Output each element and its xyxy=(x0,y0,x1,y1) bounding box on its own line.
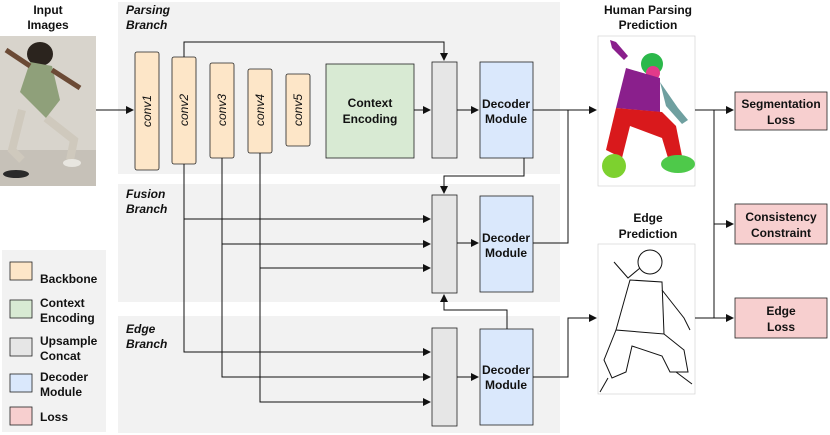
conv4-block: conv4 xyxy=(247,68,273,154)
edge-loss-label-2: Loss xyxy=(767,320,795,334)
input-title-2: Images xyxy=(27,18,69,32)
human-parsing-prediction-image xyxy=(597,35,696,187)
fusion-branch-label-1: Fusion xyxy=(126,187,165,201)
conv3-label: conv3 xyxy=(215,94,229,126)
legend-upsample-label-1: Upsample xyxy=(40,334,98,348)
edge-loss-box: Edge Loss xyxy=(734,297,828,339)
fusion-branch-label-2: Branch xyxy=(126,202,167,216)
conv5-label: conv5 xyxy=(291,94,305,126)
edge-upsample-concat-block xyxy=(431,327,458,427)
consistency-constraint-box: Consistency Constraint xyxy=(734,203,828,245)
legend-context-swatch xyxy=(9,299,33,319)
legend-decoder-label-1: Decoder xyxy=(40,370,88,384)
context-encoding-label-2: Encoding xyxy=(343,112,398,126)
legend-upsample-label-2: Concat xyxy=(40,349,81,363)
human-parsing-prediction-title-1: Human Parsing xyxy=(604,3,692,17)
legend-backbone-label: Backbone xyxy=(40,272,98,286)
conv4-label: conv4 xyxy=(253,94,267,126)
context-encoding-label-1: Context xyxy=(348,96,393,110)
loss-connections xyxy=(695,106,734,322)
conv5-block: conv5 xyxy=(285,73,311,147)
context-encoding-block: Context Encoding xyxy=(325,63,415,159)
segmentation-loss-label-2: Loss xyxy=(767,113,795,127)
legend-context-label-2: Encoding xyxy=(40,311,95,325)
parsing-decoder-label-1: Decoder xyxy=(482,97,530,111)
fusion-upsample-concat-block xyxy=(431,194,458,294)
legend-decoder-label-2: Module xyxy=(40,385,82,399)
parsing-decoder-label-2: Module xyxy=(485,112,527,126)
edge-branch-label-2: Branch xyxy=(126,337,167,351)
parsing-upsample-concat-block xyxy=(431,61,458,159)
legend-upsample-swatch xyxy=(9,337,33,357)
consistency-constraint-label-2: Constraint xyxy=(751,226,811,240)
legend-backbone-swatch xyxy=(9,261,33,281)
input-title-1: Input xyxy=(33,3,62,17)
edge-decoder-module: Decoder Module xyxy=(479,328,534,426)
legend-loss-label: Loss xyxy=(40,410,68,424)
edge-decoder-label-2: Module xyxy=(485,378,527,392)
input-image xyxy=(0,36,96,186)
conv1-label: conv1 xyxy=(140,95,154,127)
segmentation-loss-box: Segmentation Loss xyxy=(734,91,828,131)
parsing-decoder-module: Decoder Module xyxy=(479,61,534,159)
fusion-decoder-module: Decoder Module xyxy=(479,195,534,293)
edge-prediction-title-2: Prediction xyxy=(619,227,678,241)
consistency-constraint-label-1: Consistency xyxy=(745,210,817,224)
legend-loss-swatch xyxy=(9,406,33,426)
fusion-decoder-label-1: Decoder xyxy=(482,231,530,245)
conv3-block: conv3 xyxy=(209,62,235,159)
parsing-branch-connections xyxy=(183,41,597,194)
segmentation-loss-label-1: Segmentation xyxy=(741,97,820,111)
legend-context-label-1: Context xyxy=(40,296,85,310)
edge-prediction-image xyxy=(597,243,696,395)
edge-loss-label-1: Edge xyxy=(766,304,796,318)
edge-decoder-label-1: Decoder xyxy=(482,363,530,377)
parsing-branch-label-1: Parsing xyxy=(126,3,171,17)
conv2-block: conv2 xyxy=(171,56,197,165)
edge-branch-label-1: Edge xyxy=(126,322,156,336)
legend: Backbone Context Encoding Upsample Conca… xyxy=(2,250,106,432)
conv1-block: conv1 xyxy=(134,51,160,171)
edge-prediction-title-1: Edge xyxy=(633,211,663,225)
parsing-branch-label-2: Branch xyxy=(126,18,167,32)
edge-branch-connections xyxy=(183,219,597,406)
human-parsing-prediction-title-2: Prediction xyxy=(619,18,678,32)
legend-decoder-swatch xyxy=(9,373,33,393)
conv2-label: conv2 xyxy=(177,94,191,126)
fusion-decoder-label-2: Module xyxy=(485,246,527,260)
